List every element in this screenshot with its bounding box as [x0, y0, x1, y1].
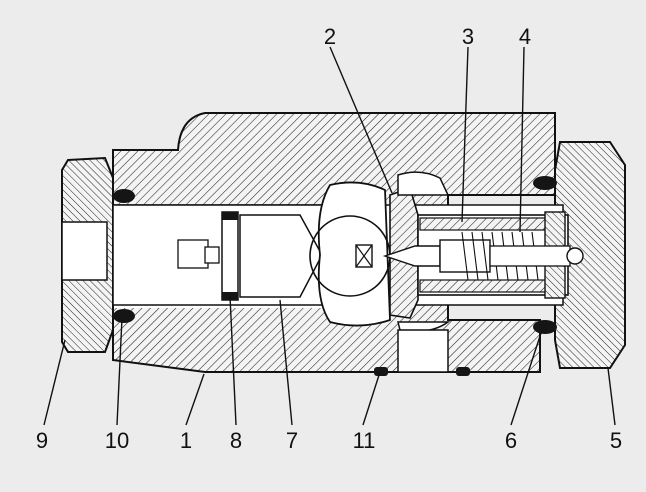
- left-plug: [61, 156, 114, 353]
- callout-4: 4: [519, 24, 531, 49]
- callout-labels: 2 3 4 9 10 1 8 7 11 6 5: [36, 24, 622, 453]
- callout-6: 6: [505, 428, 517, 453]
- leader-lines: [43, 46, 616, 426]
- spring-housing: [382, 211, 584, 299]
- seals: [113, 176, 557, 376]
- callout-9: 9: [36, 428, 48, 453]
- callout-5: 5: [610, 428, 622, 453]
- callout-7: 7: [286, 428, 298, 453]
- ball-chamber: [309, 181, 391, 327]
- callout-11: 11: [353, 428, 376, 453]
- callout-1: 1: [180, 428, 192, 453]
- poppet-seat: [389, 171, 451, 333]
- callout-10: 10: [105, 428, 129, 453]
- callout-8: 8: [230, 428, 242, 453]
- callout-2: 2: [324, 24, 336, 49]
- bottom-port: [397, 329, 449, 373]
- callout-3: 3: [462, 24, 474, 49]
